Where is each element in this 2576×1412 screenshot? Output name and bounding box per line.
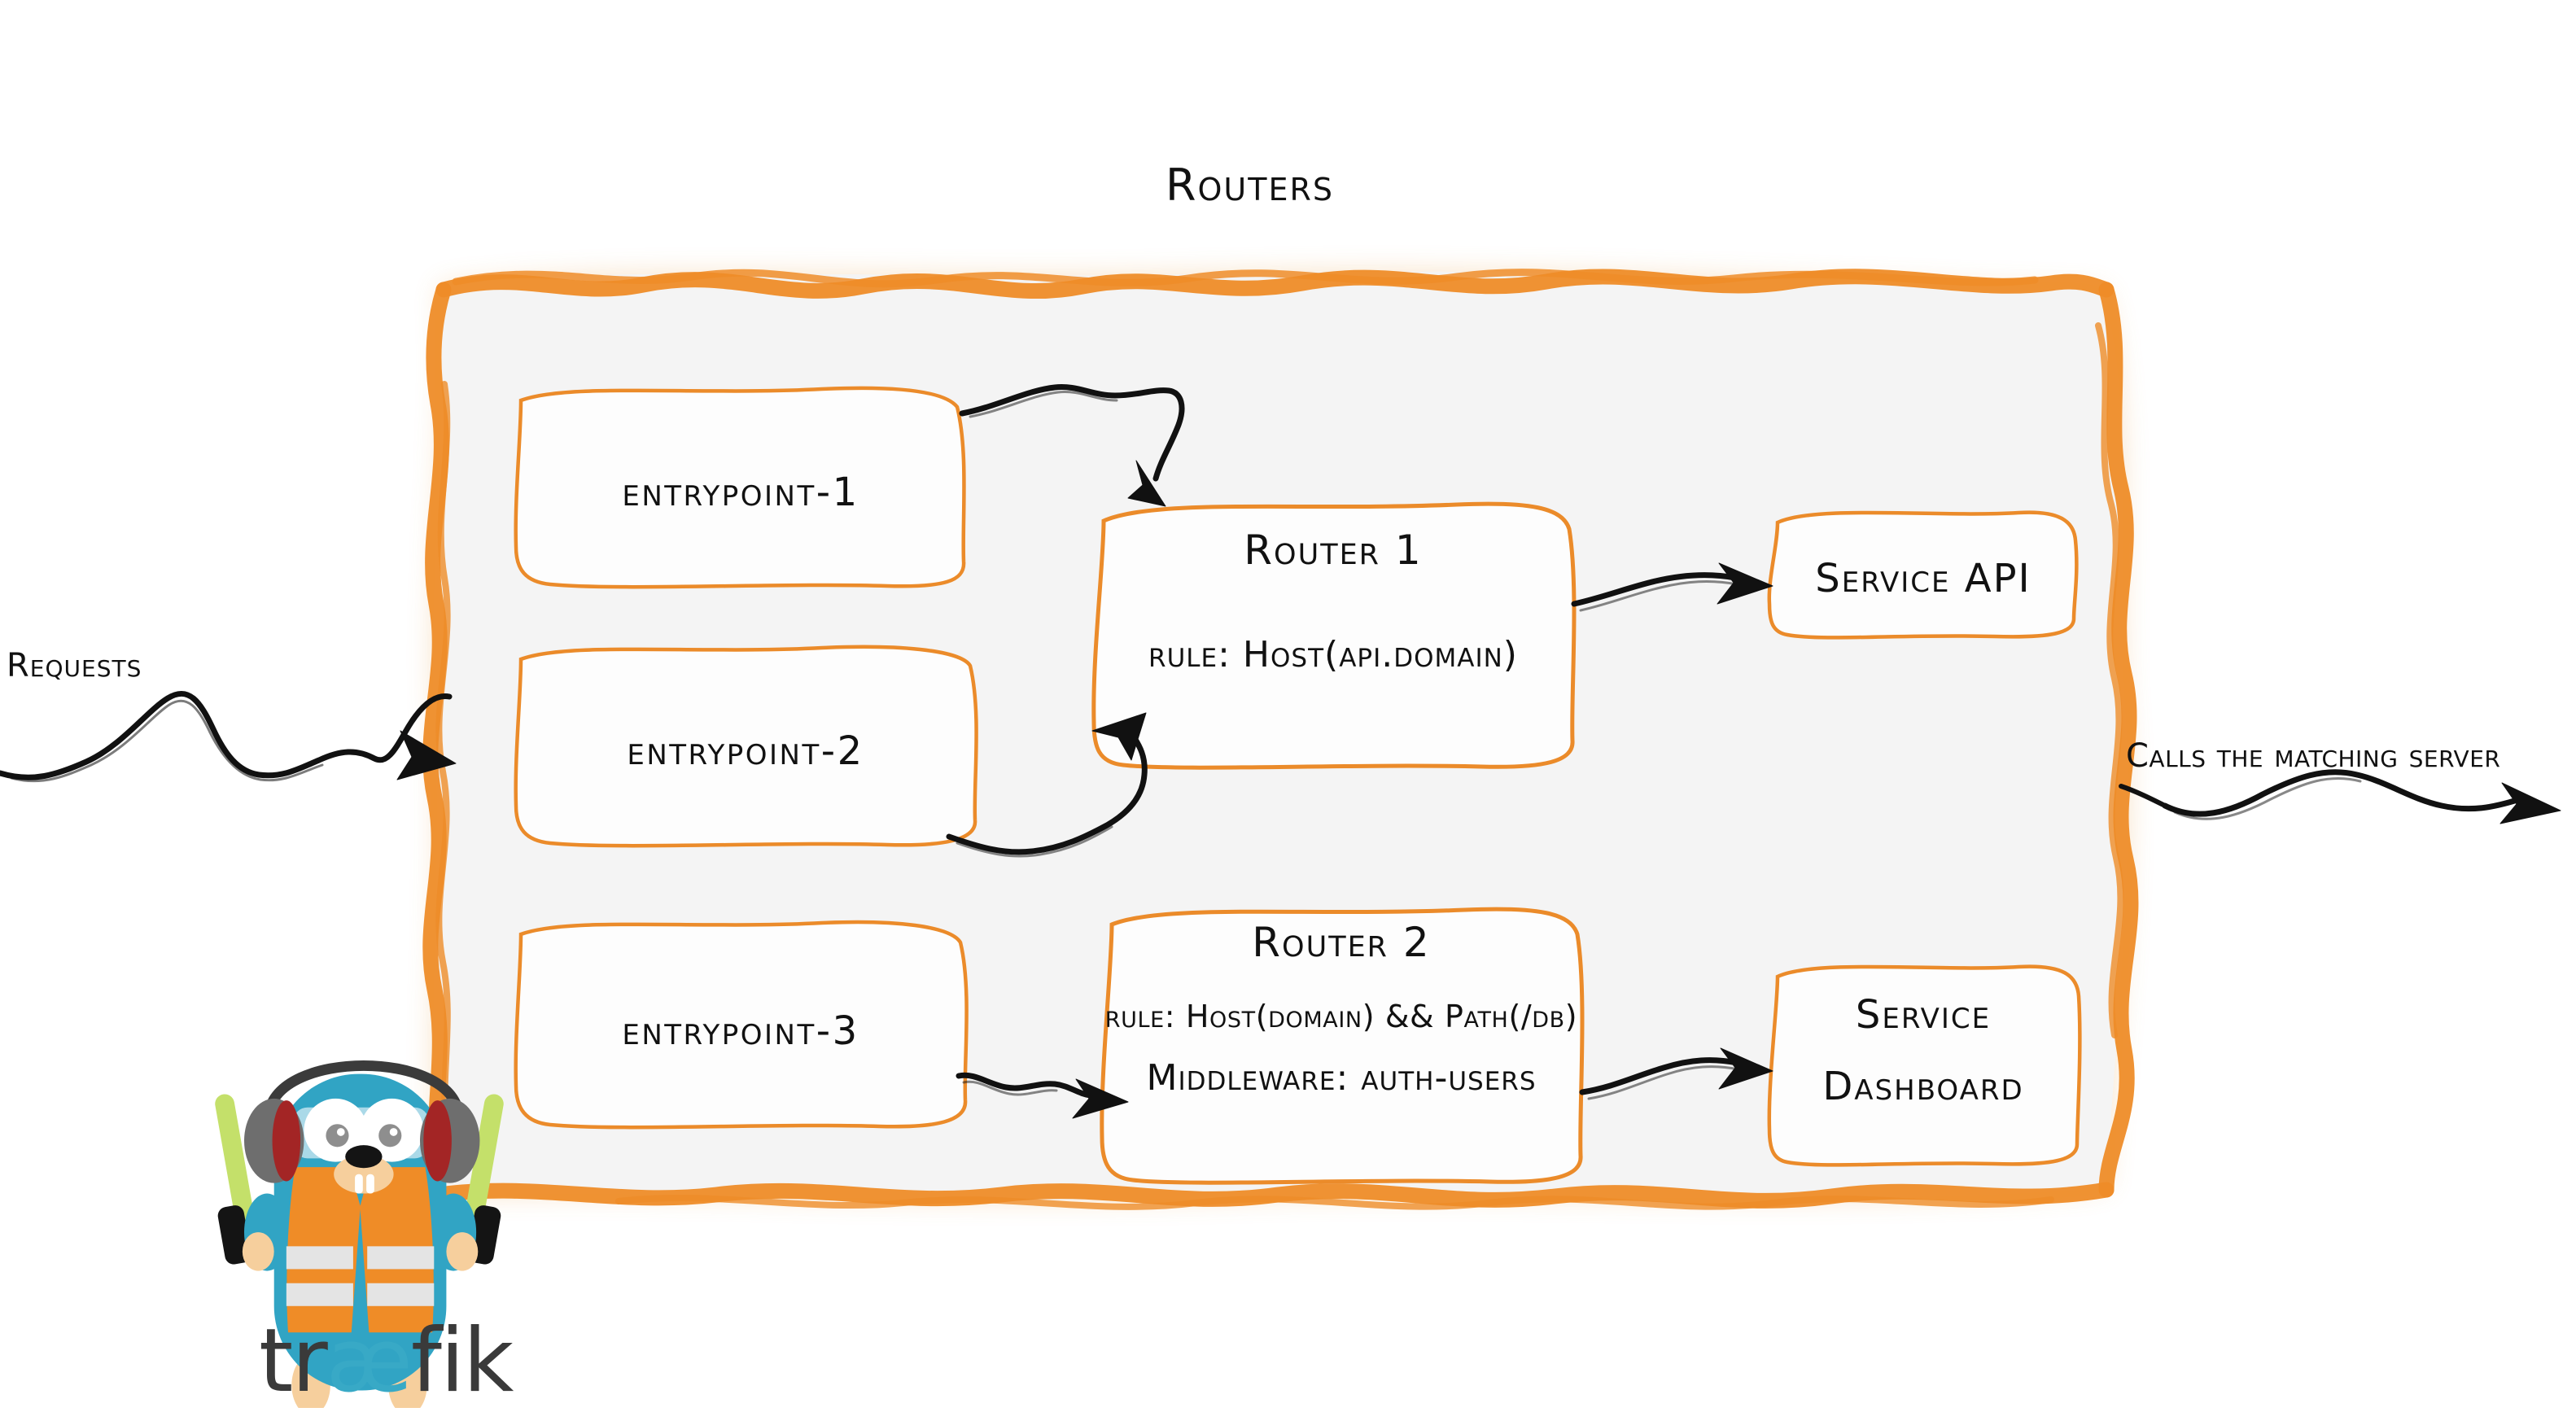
traefik-wordmark-text: træfik (259, 1310, 514, 1412)
service-box-dashboard[interactable] (1767, 964, 2082, 1167)
arrow-entrypoint2-to-router1 (946, 712, 1148, 858)
arrow-router1-to-service-api (1571, 562, 1773, 612)
traefik-gopher-mascot (215, 1060, 504, 1408)
gopher-headphone-left (244, 1098, 304, 1183)
calls-matching-server-label: Calls the matching server (2126, 737, 2501, 775)
page-title: Routers (1166, 160, 1334, 211)
service-box-api[interactable] (1767, 510, 2079, 640)
entrypoint-box-1[interactable] (514, 386, 966, 589)
router-box-1[interactable] (1091, 501, 1577, 770)
arrow-entrypoint3-to-router2 (956, 1072, 1129, 1119)
arrow-router2-to-service-dashboard (1579, 1047, 1773, 1100)
requests-label: Requests (7, 647, 142, 684)
entrypoint-box-3[interactable] (514, 920, 969, 1130)
arrow-entrypoint1-to-router1 (959, 384, 1185, 507)
gopher-headphone-right (420, 1098, 480, 1183)
arrow-requests-to-container (0, 691, 457, 783)
router-box-2[interactable] (1100, 907, 1585, 1185)
arrow-container-to-server (2119, 769, 2561, 824)
traefik-wordmark: træfik (259, 1310, 514, 1412)
entrypoint-box-2[interactable] (514, 645, 978, 848)
